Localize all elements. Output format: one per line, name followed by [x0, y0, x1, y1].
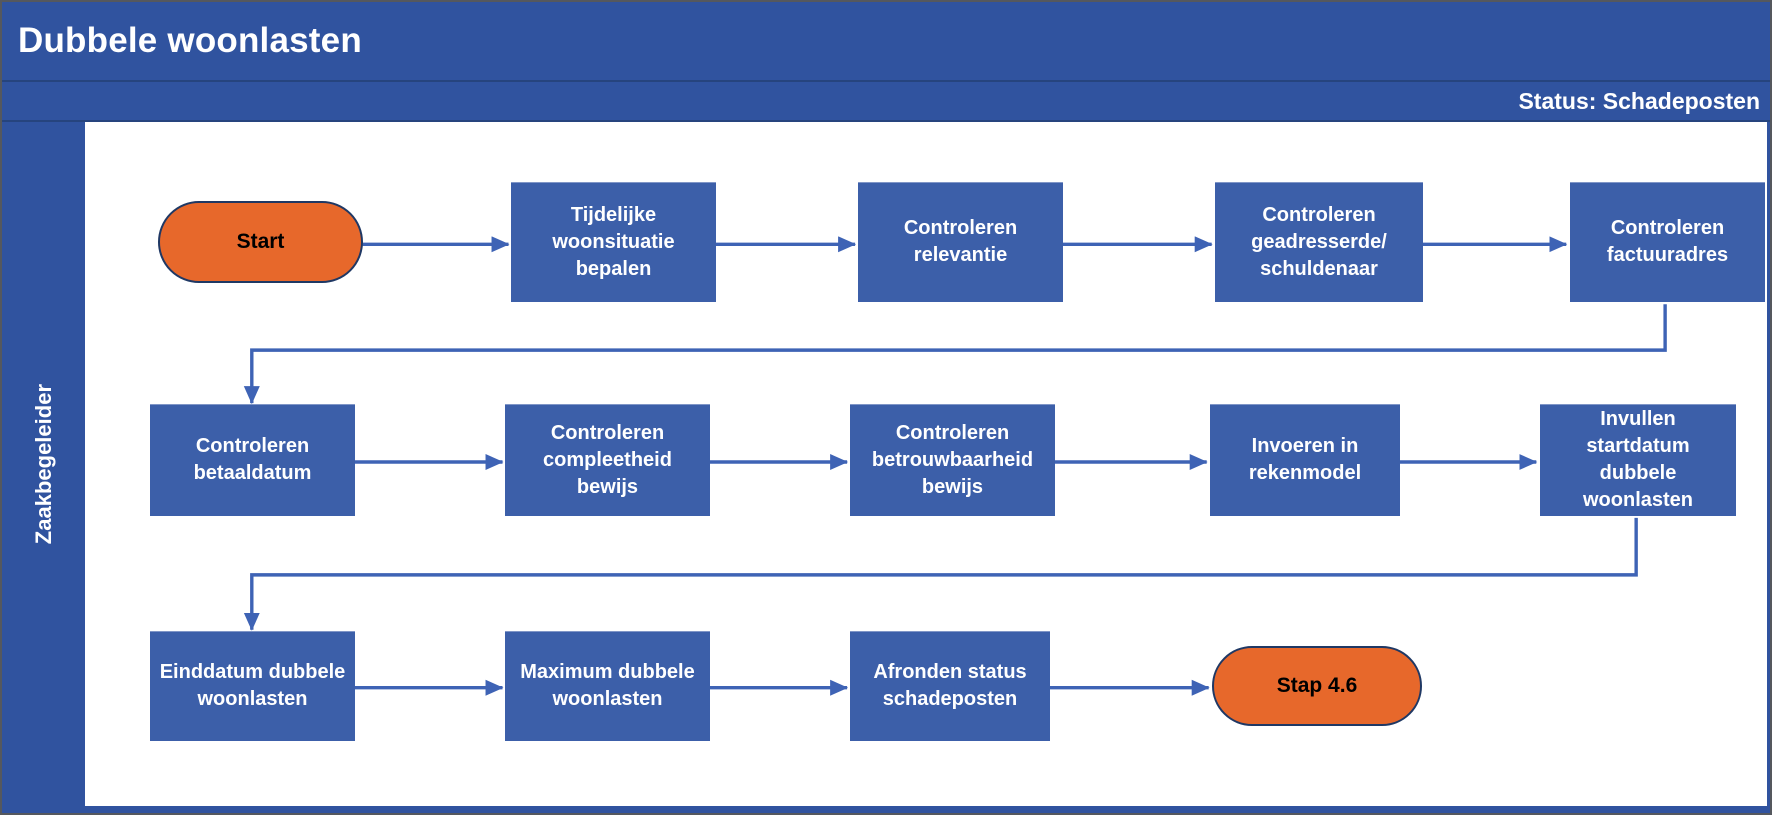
- elbow-factuuradres-to-betaaldatum: [243, 304, 1667, 405]
- node-invoeren-in-rekenmodel: Invoeren in rekenmodel: [1210, 404, 1400, 516]
- node-afronden-status-schadeposten: Afronden status schadeposten: [850, 631, 1050, 741]
- elbow-invullen-to-einddatum: [243, 517, 1638, 631]
- status-band: Status: Schadeposten: [2, 82, 1770, 122]
- node-stap-4-6: Stap 4.6: [1212, 646, 1422, 726]
- swimlane-label-band: Zaakbegeleider: [2, 122, 85, 806]
- title-band: Dubbele woonlasten: [2, 2, 1770, 82]
- status-label: Status: Schadeposten: [1518, 87, 1760, 114]
- node-maximum-dubbele-woonlasten: Maximum dubbele woonlasten: [505, 631, 710, 741]
- node-controleren-geadresserde-schuldenaar: Controleren geadresserde/ schuldenaar: [1215, 182, 1423, 302]
- node-controleren-relevantie: Controleren relevantie: [858, 182, 1063, 302]
- node-start: Start: [158, 201, 363, 283]
- bottom-border-strip: [2, 806, 1770, 813]
- swimlane-body: Zaakbegeleider: [2, 122, 1770, 806]
- node-controleren-betaaldatum: Controleren betaaldatum: [150, 404, 355, 516]
- node-controleren-betrouwbaarheid-bewijs: Controleren betrouwbaarheid bewijs: [850, 404, 1055, 516]
- node-einddatum-dubbele-woonlasten: Einddatum dubbele woonlasten: [150, 631, 355, 741]
- node-controleren-compleetheid-bewijs: Controleren compleetheid bewijs: [505, 404, 710, 516]
- node-controleren-factuuradres: Controleren factuuradres: [1570, 182, 1765, 302]
- flowchart-canvas: Start Tijdelijke woonsituatie bepalen Co…: [85, 122, 1767, 806]
- node-tijdelijke-woonsituatie-bepalen: Tijdelijke woonsituatie bepalen: [511, 182, 716, 302]
- node-invullen-startdatum-dubbele-woonlasten: Invullen startdatum dubbele woonlasten: [1540, 404, 1736, 516]
- swimlane-label: Zaakbegeleider: [30, 383, 56, 545]
- page-title: Dubbele woonlasten: [18, 21, 362, 60]
- connector-arrows: [243, 236, 1667, 696]
